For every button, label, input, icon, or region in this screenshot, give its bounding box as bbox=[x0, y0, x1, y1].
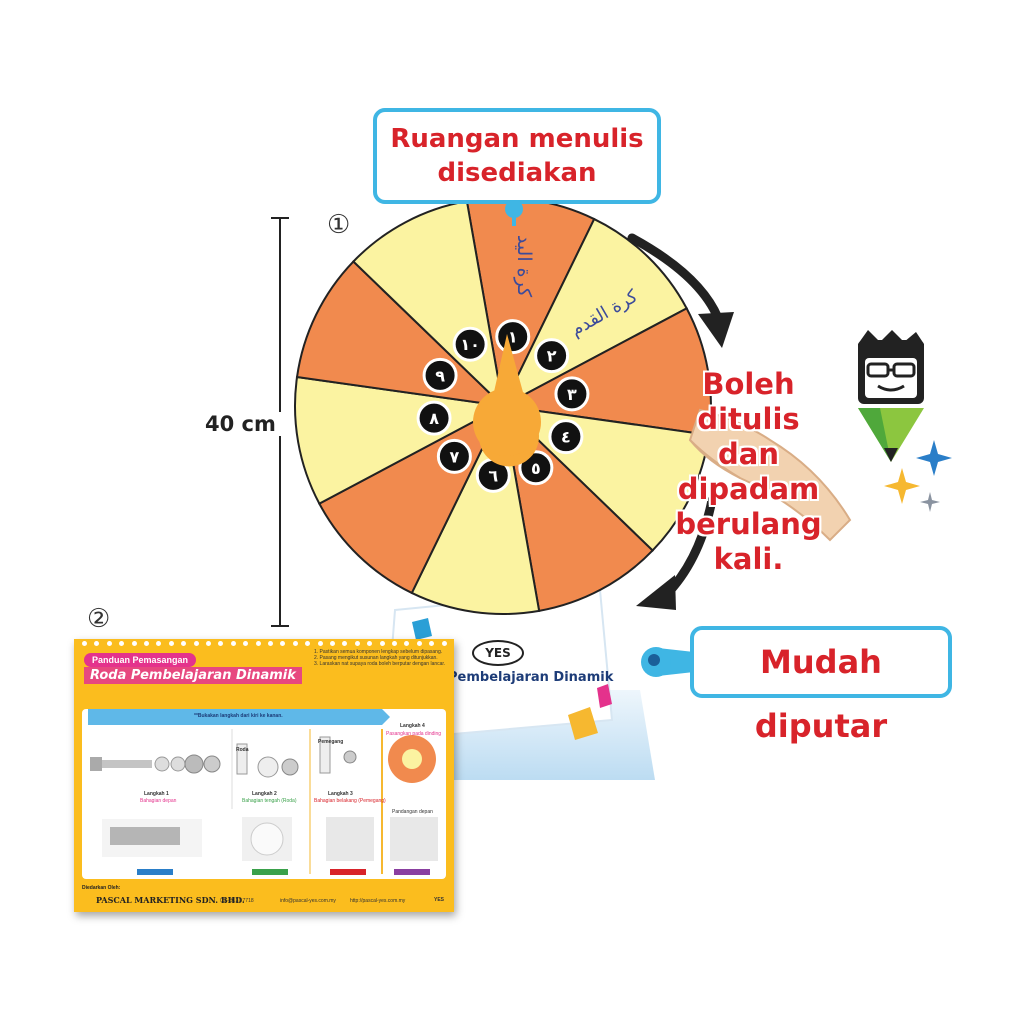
binding-hole bbox=[156, 641, 162, 646]
callout-top-line-2: disediakan bbox=[437, 158, 597, 188]
binding-hole bbox=[206, 641, 211, 646]
company-phone: 03 - 3131 7718 bbox=[220, 898, 254, 904]
guide-step-2-title: Langkah 2 bbox=[252, 791, 277, 797]
wheel-number-badge: ٧ bbox=[436, 438, 472, 474]
binding-hole bbox=[268, 641, 273, 646]
wheel-number: ٤ bbox=[561, 428, 571, 447]
binding-hole bbox=[181, 641, 187, 646]
binding-hole bbox=[342, 641, 348, 646]
callout-right-text: Mudah diputar bbox=[754, 643, 888, 745]
writing-space-callout: Ruangan menulis disediakan bbox=[373, 108, 661, 204]
assembly-guide-poster: Panduan Pemasangan Roda Pembelajaran Din… bbox=[74, 639, 454, 912]
binding-hole bbox=[429, 641, 435, 646]
binding-hole bbox=[255, 641, 261, 646]
binding-hole bbox=[94, 641, 100, 646]
wheel-segment bbox=[294, 375, 507, 506]
guide-arrow-text: **Bukakan langkah dari kiri ke kanan. bbox=[194, 713, 283, 719]
wheel-number-badge: ٩ bbox=[422, 357, 458, 393]
binding-hole bbox=[379, 641, 385, 646]
callout-top-line-1: Ruangan menulis bbox=[390, 124, 644, 154]
binding-hole bbox=[392, 641, 397, 646]
guide-step-1-sub: Bahagian depan bbox=[140, 798, 177, 804]
binding-hole bbox=[230, 641, 236, 646]
guide-view-label: Pandangan depan bbox=[392, 809, 433, 815]
pencil-mascot-icon bbox=[858, 330, 952, 476]
binding-hole bbox=[193, 641, 199, 646]
dimension-label: 40 cm bbox=[205, 412, 285, 436]
guide-notes: 1. Pastikan semua komponen lengkap sebel… bbox=[314, 649, 449, 667]
wheel-number: ٩ bbox=[435, 366, 445, 385]
binding-hole bbox=[367, 641, 373, 646]
binding-hole bbox=[106, 641, 112, 646]
guide-steps-diagram bbox=[88, 709, 438, 875]
wheel-number: ٦ bbox=[488, 466, 498, 485]
binding-hole bbox=[218, 641, 224, 646]
binding-hole bbox=[292, 641, 298, 646]
binding-hole bbox=[82, 641, 87, 646]
stand-logo: YES bbox=[472, 640, 524, 666]
guide-step-3-title: Langkah 3 bbox=[328, 791, 353, 797]
binding-hole bbox=[441, 641, 447, 646]
side-text-line-3: berulang kali. bbox=[675, 507, 822, 576]
binding-hole bbox=[416, 641, 422, 646]
binding-hole bbox=[305, 641, 311, 646]
wheel-number-badge: ١٠ bbox=[452, 326, 488, 362]
marker-one: ① bbox=[327, 210, 351, 240]
segment-label-handball: كرة اليد bbox=[513, 235, 535, 298]
guide-step-3-sub: Bahagian belakang (Pemegang) bbox=[314, 798, 386, 804]
guide-step-4-title: Langkah 4 bbox=[400, 723, 425, 729]
wheel-number-badge: ٢ bbox=[534, 338, 570, 374]
easy-spin-callout: Mudah diputar bbox=[690, 626, 952, 745]
company-email: info@pascal-yes.com.my bbox=[280, 898, 336, 904]
side-text-line-2: dan dipadam bbox=[677, 437, 820, 506]
guide-title: Roda Pembelajaran Dinamik bbox=[84, 667, 302, 684]
wheel-number: ١٠ bbox=[460, 335, 480, 354]
guide-note-1: 1. Pastikan semua komponen lengkap sebel… bbox=[314, 649, 443, 655]
binding-hole bbox=[119, 641, 125, 646]
binding-hole bbox=[243, 641, 249, 646]
wheel-number-badge: ٨ bbox=[416, 400, 452, 436]
wheel-number-badge: ١ bbox=[495, 319, 531, 355]
side-text-line-1: Boleh ditulis bbox=[697, 367, 800, 436]
wheel-number: ١ bbox=[508, 328, 518, 347]
wheel-number: ٢ bbox=[547, 347, 557, 366]
guide-step-4-sub: Pasangkan pada dinding bbox=[386, 731, 442, 737]
sparkle-icon bbox=[884, 468, 940, 512]
guide-note-3: 3. Laraskan nat supaya roda boleh berput… bbox=[314, 661, 446, 667]
guide-header-tag: Panduan Pemasangan bbox=[84, 653, 197, 667]
guide-footer-by: Diedarkan Oleh: bbox=[82, 885, 121, 891]
binding-hole bbox=[404, 641, 410, 646]
binding-hole bbox=[280, 641, 286, 646]
wheel-number: ٥ bbox=[531, 459, 541, 478]
binding-hole bbox=[131, 641, 137, 646]
wheel-number-badge: ٤ bbox=[548, 419, 584, 455]
wheel-number-badge: ٥ bbox=[518, 450, 554, 486]
guide-note-2: 2. Pasang mengikut susunan langkah yang … bbox=[314, 655, 438, 661]
callout-right-pin bbox=[641, 647, 694, 677]
guide-footer-logo: YES bbox=[434, 897, 445, 903]
company-website: http://pascal-yes.com.my bbox=[350, 898, 406, 904]
binding-hole bbox=[144, 641, 149, 646]
guide-steps-panel: **Bukakan langkah dari kiri ke kanan. Ro… bbox=[82, 709, 446, 879]
marker-two: ② bbox=[87, 604, 111, 634]
callout-top-pin-stem bbox=[512, 204, 516, 226]
binding-hole bbox=[317, 641, 323, 646]
guide-handle-label: Pemegang bbox=[318, 739, 344, 745]
binding-hole bbox=[330, 641, 335, 646]
guide-step-1-title: Langkah 1 bbox=[144, 791, 169, 797]
side-text: Boleh ditulis dan dipadam berulang kali. bbox=[656, 367, 841, 577]
guide-step-2-sub: Bahagian tengah (Roda) bbox=[242, 798, 297, 804]
binding-hole bbox=[354, 641, 360, 646]
guide-wheel-label: Roda bbox=[236, 747, 249, 753]
wheel-number: ٨ bbox=[429, 409, 439, 428]
binding-hole bbox=[168, 641, 174, 646]
company-name: PASCAL MARKETING SDN. BHD. bbox=[96, 895, 245, 905]
binding-holes bbox=[74, 641, 454, 649]
wheel-number: ٣ bbox=[567, 385, 577, 404]
wheel-number: ٧ bbox=[449, 447, 459, 466]
wheel-number-badge: ٣ bbox=[554, 376, 590, 412]
stand-title: Pembelajaran Dinamik bbox=[448, 670, 614, 685]
